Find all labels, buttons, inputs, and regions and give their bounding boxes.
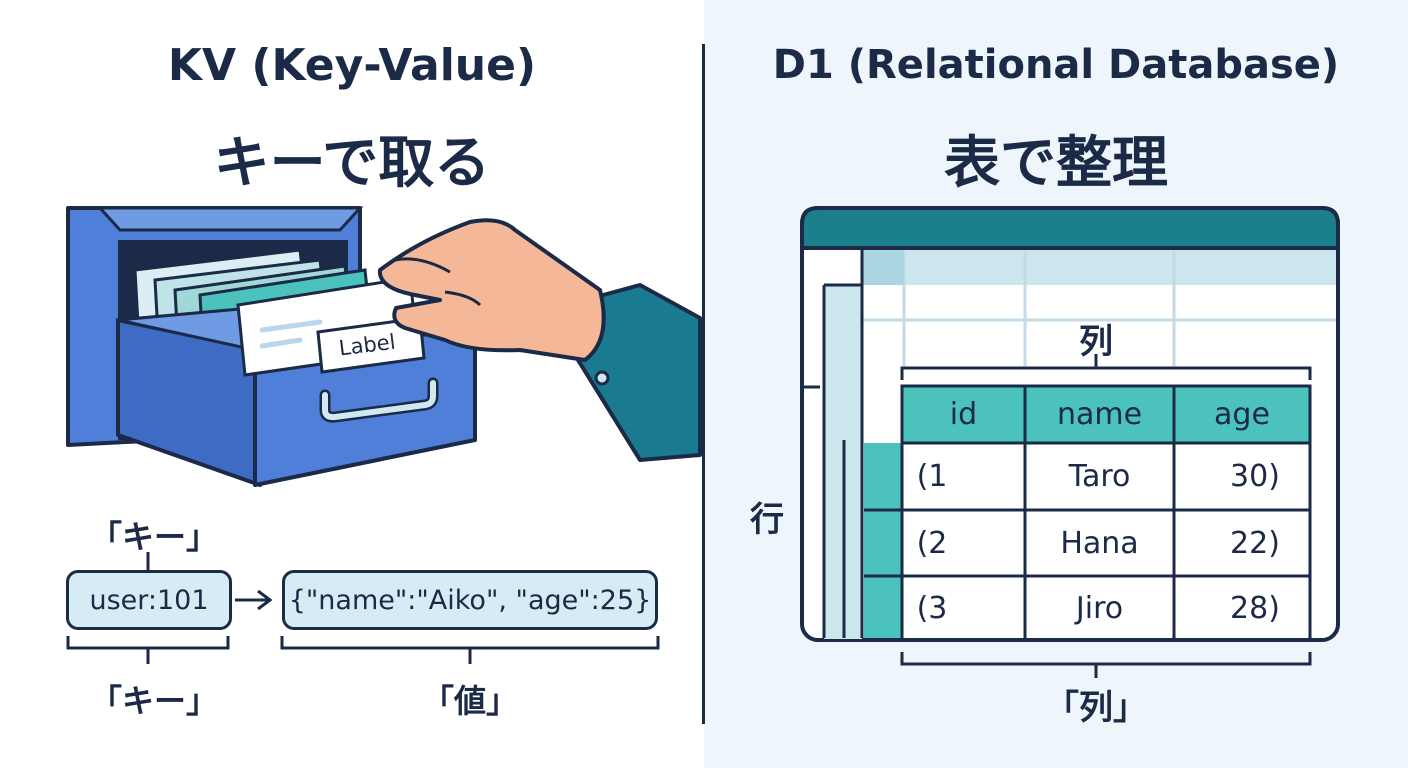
value-example-box: {"name":"Aiko", "age":25} xyxy=(282,570,658,630)
kv-connectors xyxy=(66,552,660,664)
table-cell: (1 xyxy=(916,459,948,494)
table-cell: 30) xyxy=(1230,459,1280,494)
table-header-id: id xyxy=(949,397,978,432)
column-label-bottom: 「列」 xyxy=(1045,688,1147,728)
table-cell: Taro xyxy=(1068,459,1131,494)
kv-title: KV (Key-Value) xyxy=(167,40,537,91)
row-label: 行 xyxy=(750,500,784,540)
key-label-bottom: 「キー」 xyxy=(90,682,219,720)
table-header-age: age xyxy=(1214,397,1270,432)
panel-divider xyxy=(702,44,705,724)
table-cell: (3 xyxy=(916,590,948,626)
table-header-name: name xyxy=(1056,397,1143,432)
table-cell: Jiro xyxy=(1075,590,1124,626)
file-drawer-icon: Label xyxy=(66,206,702,487)
table-cell: Hana xyxy=(1060,525,1139,561)
key-example-box: user:101 xyxy=(66,570,232,630)
table-cell: 22) xyxy=(1230,525,1280,561)
column-label-top: 列 xyxy=(1079,322,1113,362)
d1-subtitle: 表で整理 xyxy=(944,131,1168,196)
table-window xyxy=(800,206,1340,678)
d1-title: D1 (Relational Database) xyxy=(772,42,1340,88)
key-label-top: 「キー」 xyxy=(90,518,219,556)
kv-subtitle: キーで取る xyxy=(213,131,491,196)
table-cell: 28) xyxy=(1230,590,1280,626)
value-label: 「値」 xyxy=(421,682,518,720)
table-cell: (2 xyxy=(916,525,948,561)
